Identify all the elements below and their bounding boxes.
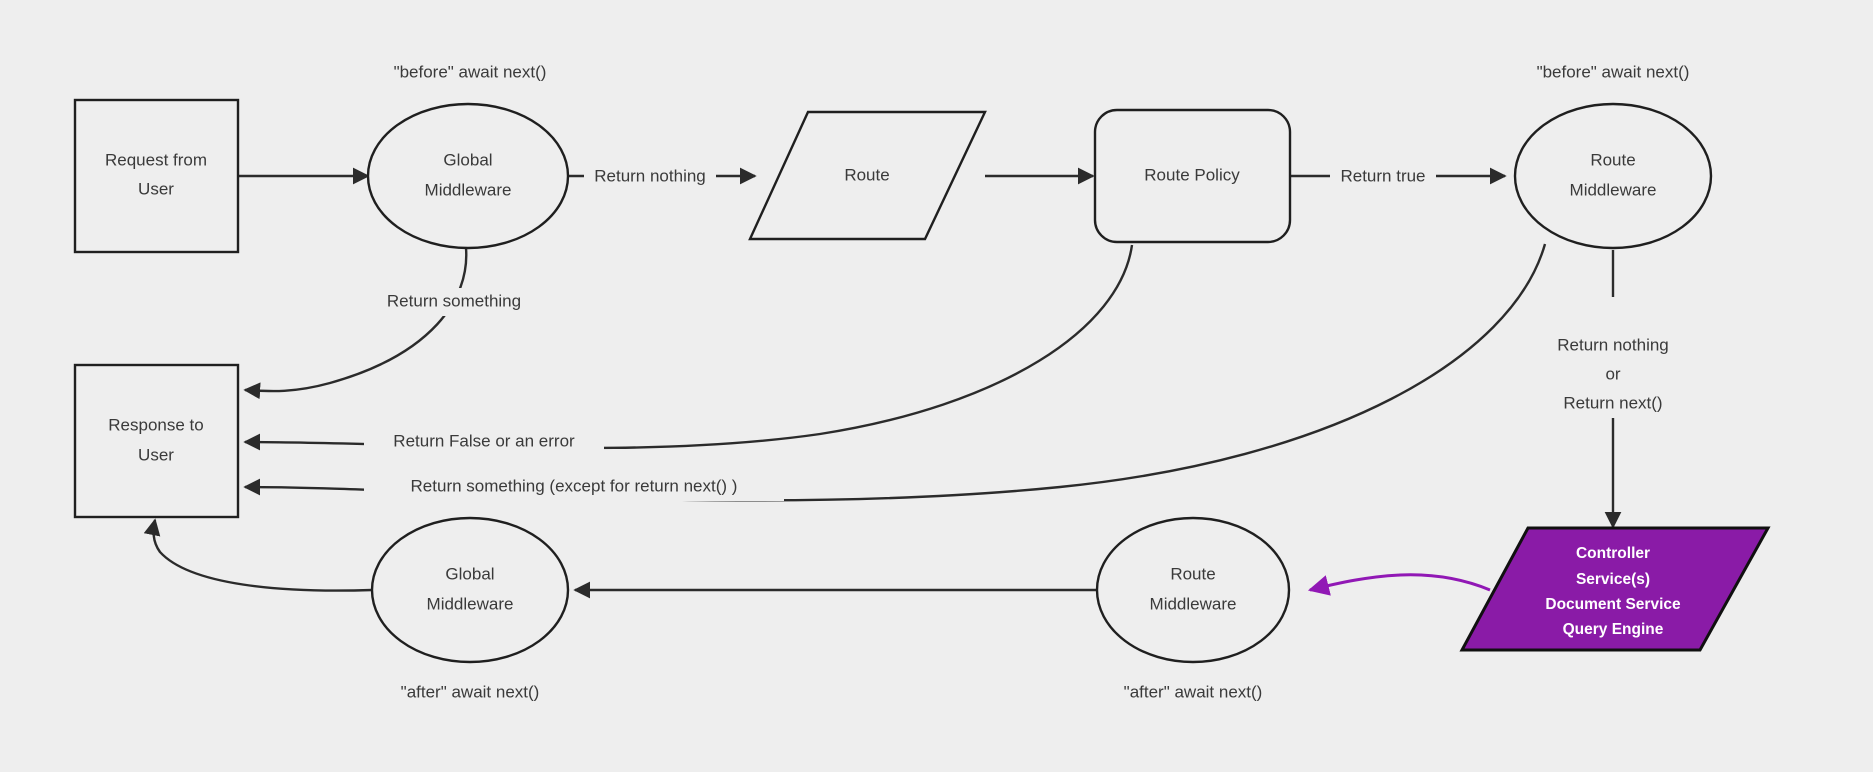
node-controller-services[interactable]: Controller Service(s) Document Service Q… (1459, 526, 1771, 652)
annotation-after-global-middleware: "after" await next() (401, 682, 540, 701)
edge-label-return-nothing-text: Return nothing (594, 166, 706, 185)
node-global-middleware-bottom[interactable]: Global Middleware (370, 516, 570, 664)
edge-label-return-something: Return something (366, 288, 542, 316)
node-response-to-user-line1: Response to (108, 415, 203, 434)
edge-label-return-something-text: Return something (387, 291, 521, 310)
node-controller-line3: Document Service (1545, 596, 1681, 613)
edge-label-return-true-text: Return true (1340, 166, 1425, 185)
node-global-middleware-top-line2: Middleware (425, 180, 512, 199)
node-route-middleware-bottom-line2: Middleware (1150, 594, 1237, 613)
node-route-label: Route (844, 165, 889, 184)
node-global-middleware-bottom-line2: Middleware (427, 594, 514, 613)
node-route-policy[interactable]: Route Policy (1093, 108, 1292, 244)
edge-label-return-something-except-text: Return something (except for return next… (411, 476, 738, 495)
node-request-from-user[interactable]: Request from User (73, 98, 240, 254)
edge-label-return-nothing-or-3: Return next() (1563, 393, 1662, 412)
edge-label-return-something-except: Return something (except for return next… (364, 473, 784, 501)
node-response-to-user[interactable]: Response to User (73, 363, 240, 519)
edge-controller-to-route-middleware-bottom (1307, 573, 1491, 596)
edge-route-policy-return-false (243, 244, 1134, 451)
edge-label-return-false-or-error: Return False or an error (364, 428, 604, 456)
node-controller-line1: Controller (1576, 545, 1650, 562)
edge-label-return-nothing: Return nothing (584, 162, 716, 190)
node-route[interactable]: Route (748, 110, 987, 241)
node-global-middleware-bottom-line1: Global (445, 564, 494, 583)
node-global-middleware-top[interactable]: Global Middleware (366, 102, 570, 250)
node-route-middleware-bottom-line1: Route (1170, 564, 1215, 583)
edge-label-return-false-or-error-text: Return False or an error (393, 431, 575, 450)
edge-label-return-nothing-or-2: or (1605, 364, 1620, 383)
node-route-policy-label: Route Policy (1144, 165, 1240, 184)
node-controller-line2: Service(s) (1576, 571, 1650, 588)
node-route-middleware-top-line2: Middleware (1570, 180, 1657, 199)
annotation-before-route-middleware: "before" await next() (1537, 62, 1690, 81)
edge-global-middleware-bottom-to-response (143, 518, 373, 592)
node-route-middleware-bottom[interactable]: Route Middleware (1095, 516, 1291, 664)
annotation-before-global-middleware: "before" await next() (394, 62, 547, 81)
node-response-to-user-line2: User (138, 445, 174, 464)
edge-label-return-nothing-or-next: Return nothing or Return next() (1526, 330, 1702, 418)
node-request-from-user-line1: Request from (105, 150, 207, 169)
edge-route-middleware-return-something-except (243, 243, 1547, 502)
node-global-middleware-top-line1: Global (443, 150, 492, 169)
annotation-after-route-middleware: "after" await next() (1124, 682, 1263, 701)
node-route-middleware-top[interactable]: Route Middleware (1513, 102, 1713, 250)
node-request-from-user-line2: User (138, 179, 174, 198)
edge-global-middleware-return-something (243, 247, 468, 400)
node-controller-line4: Query Engine (1563, 621, 1664, 638)
edge-label-return-nothing-or-1: Return nothing (1557, 335, 1669, 354)
node-route-middleware-top-line1: Route (1590, 150, 1635, 169)
edge-label-return-true: Return true (1330, 162, 1436, 190)
